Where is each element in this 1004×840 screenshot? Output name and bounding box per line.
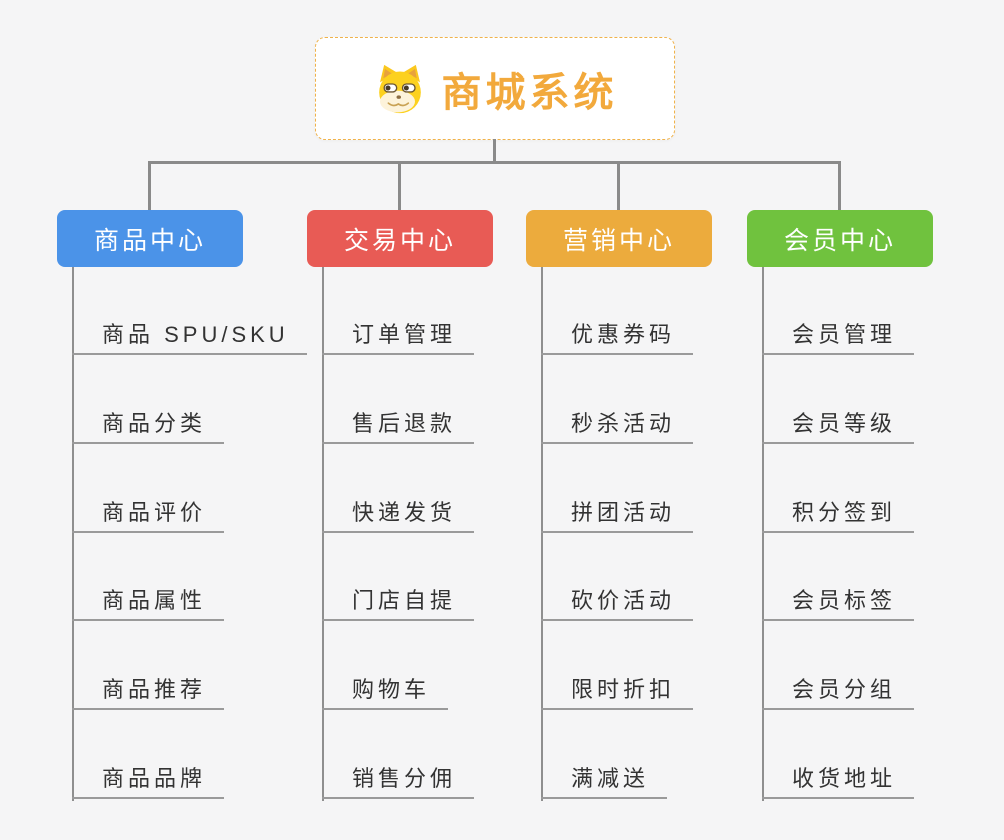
- leaf-item[interactable]: 门店自提: [322, 587, 475, 621]
- branch-column: 营销中心 优惠券码秒杀活动拼团活动砍价活动限时折扣满减送: [526, 210, 756, 810]
- connector-column-line: [541, 267, 543, 801]
- doge-icon: [378, 64, 421, 113]
- leaf-item[interactable]: 商品推荐: [72, 676, 225, 710]
- leaf-item[interactable]: 收货地址: [762, 765, 915, 799]
- leaf-item[interactable]: 商品品牌: [72, 765, 225, 799]
- connector-stub-4: [838, 161, 841, 211]
- leaf-item[interactable]: 砍价活动: [541, 587, 694, 621]
- connector-stub-1: [148, 161, 151, 211]
- branch-node[interactable]: 交易中心: [307, 210, 493, 267]
- leaf-item[interactable]: 拼团活动: [541, 499, 694, 533]
- connector-column-line: [72, 267, 74, 801]
- leaf-item[interactable]: 秒杀活动: [541, 410, 694, 444]
- connector-column-line: [322, 267, 324, 801]
- root-node[interactable]: 商城系统: [315, 37, 675, 140]
- branch-node[interactable]: 商品中心: [57, 210, 243, 267]
- branch-node[interactable]: 会员中心: [747, 210, 933, 267]
- connector-column-line: [762, 267, 764, 801]
- leaf-item[interactable]: 商品 SPU/SKU: [72, 321, 307, 355]
- leaf-item[interactable]: 会员分组: [762, 676, 915, 710]
- leaf-item[interactable]: 会员等级: [762, 410, 915, 444]
- leaf-item[interactable]: 订单管理: [322, 321, 475, 355]
- leaf-item[interactable]: 限时折扣: [541, 676, 694, 710]
- leaf-item[interactable]: 积分签到: [762, 499, 915, 533]
- root-title: 商城系统: [441, 70, 618, 115]
- leaf-item[interactable]: 快递发货: [322, 499, 475, 533]
- leaf-item[interactable]: 商品属性: [72, 587, 225, 621]
- branch-column: 会员中心 会员管理会员等级积分签到会员标签会员分组收货地址: [747, 210, 977, 810]
- connector-stub-3: [617, 161, 620, 211]
- leaf-item[interactable]: 会员标签: [762, 587, 915, 621]
- leaf-item[interactable]: 优惠券码: [541, 321, 694, 355]
- leaf-item[interactable]: 购物车: [322, 676, 449, 710]
- connector-trunk: [148, 161, 841, 164]
- leaf-item[interactable]: 商品分类: [72, 410, 225, 444]
- connector-stub-2: [398, 161, 401, 211]
- leaf-item[interactable]: 销售分佣: [322, 765, 475, 799]
- leaf-item[interactable]: 满减送: [541, 765, 668, 799]
- branch-node[interactable]: 营销中心: [526, 210, 712, 267]
- connector-root-stub: [493, 139, 496, 163]
- leaf-item[interactable]: 售后退款: [322, 410, 475, 444]
- leaf-item[interactable]: 会员管理: [762, 321, 915, 355]
- leaf-item[interactable]: 商品评价: [72, 499, 225, 533]
- branch-column: 交易中心 订单管理售后退款快递发货门店自提购物车销售分佣: [307, 210, 537, 810]
- branch-column: 商品中心 商品 SPU/SKU 商品分类商品评价商品属性商品推荐商品品牌: [57, 210, 307, 810]
